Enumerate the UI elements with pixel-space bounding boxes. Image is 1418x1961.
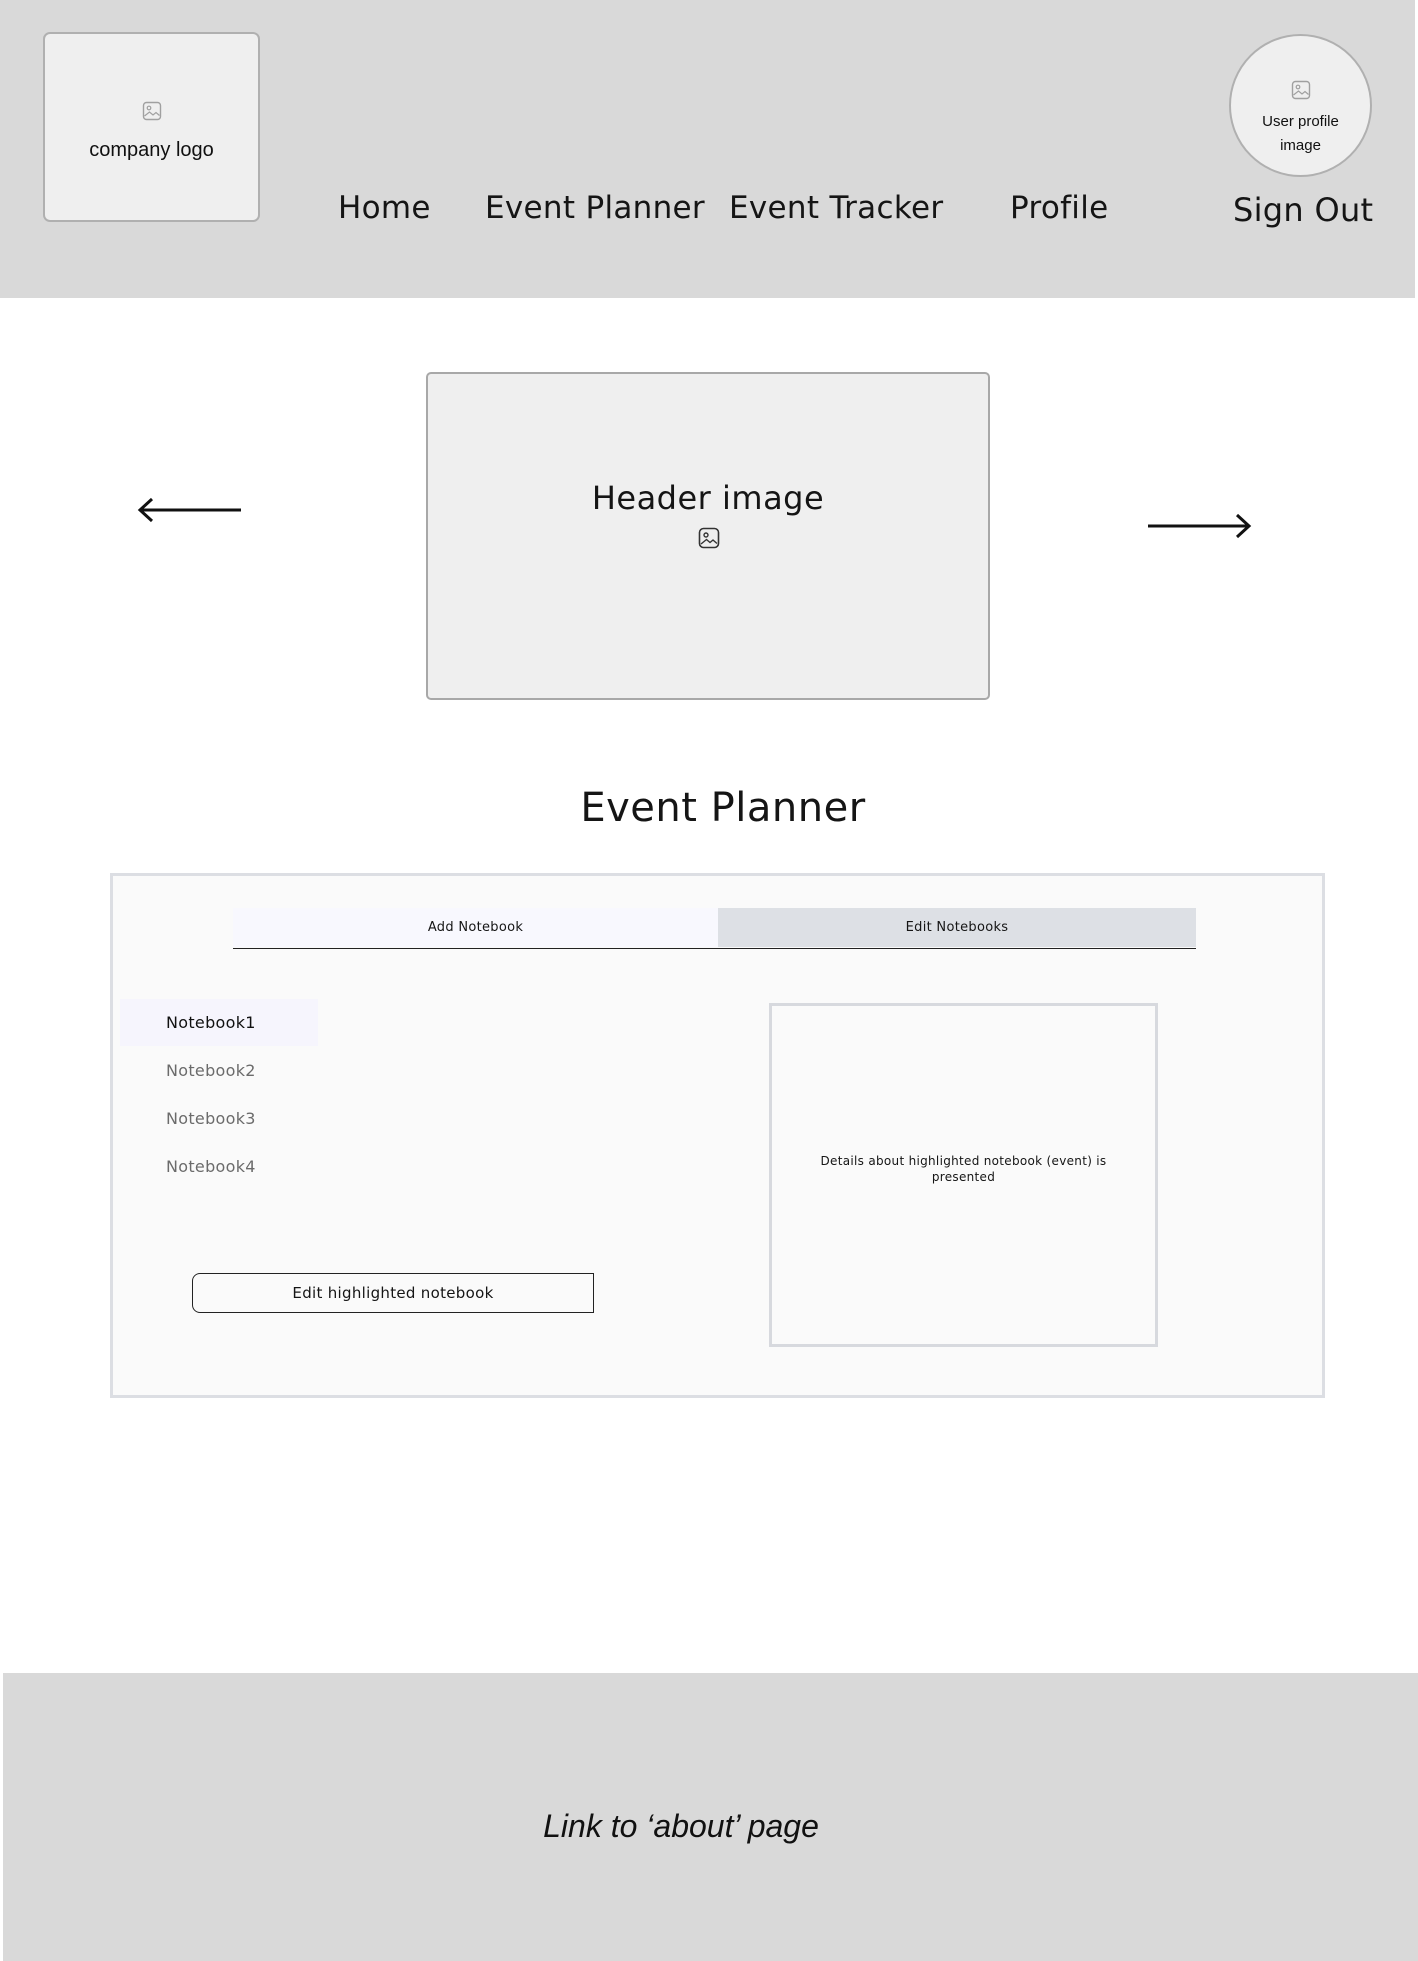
- nav-home[interactable]: Home: [338, 190, 431, 226]
- image-placeholder-icon: [1291, 80, 1311, 104]
- company-logo-label: company logo: [89, 138, 214, 161]
- nav-event-planner[interactable]: Event Planner: [485, 190, 705, 226]
- company-logo[interactable]: company logo: [43, 32, 260, 222]
- nav-profile[interactable]: Profile: [1010, 190, 1109, 226]
- notebook-list-item[interactable]: Notebook2: [166, 1061, 256, 1080]
- arrow-right-icon[interactable]: [1146, 512, 1252, 542]
- arrow-left-icon[interactable]: [137, 496, 243, 526]
- tab-edit-notebooks[interactable]: Edit Notebooks: [718, 908, 1196, 947]
- page-title: Event Planner: [580, 785, 866, 831]
- avatar-label: User profile image: [1262, 112, 1339, 154]
- footer: [3, 1673, 1418, 1961]
- about-page-link[interactable]: Link to ‘about’ page: [543, 1808, 819, 1844]
- notebook-details-panel: Details about highlighted notebook (even…: [769, 1003, 1158, 1347]
- image-placeholder-icon: [142, 101, 162, 125]
- nav-event-tracker[interactable]: Event Tracker: [729, 190, 944, 226]
- tab-bar: Add Notebook Edit Notebooks: [233, 908, 1196, 949]
- edit-highlighted-notebook-button[interactable]: Edit highlighted notebook: [192, 1273, 594, 1313]
- notebook-list-item[interactable]: Notebook3: [166, 1109, 256, 1128]
- header-image-label: Header image: [591, 479, 825, 517]
- image-placeholder-icon: [698, 527, 720, 553]
- header-image: Header image: [426, 372, 990, 700]
- notebook-list-item[interactable]: Notebook1: [120, 999, 318, 1046]
- sign-out-link[interactable]: Sign Out: [1233, 191, 1374, 229]
- avatar[interactable]: User profile image: [1229, 34, 1372, 177]
- notebook-details-text: Details about highlighted notebook (even…: [820, 1154, 1107, 1184]
- tab-add-notebook[interactable]: Add Notebook: [233, 908, 718, 947]
- notebook-list-item[interactable]: Notebook4: [166, 1157, 256, 1176]
